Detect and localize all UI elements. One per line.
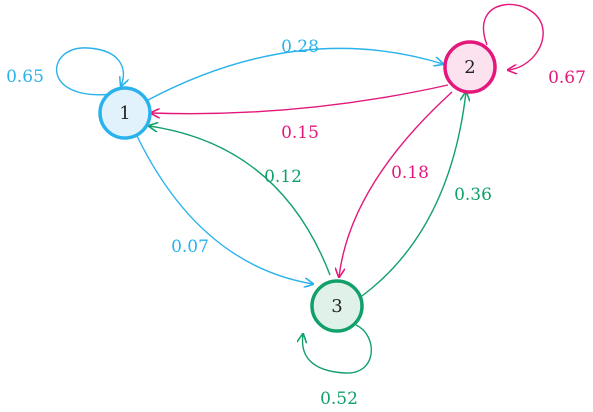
edge-3-to-1 xyxy=(149,126,331,276)
edge-3-to-3 xyxy=(302,324,372,374)
edge-label-3-to-1: 0.12 xyxy=(264,167,302,187)
node-2-label: 2 xyxy=(464,57,475,78)
node-3: 3 xyxy=(310,279,364,333)
edge-1-to-3 xyxy=(136,135,313,284)
edge-1-to-1 xyxy=(56,47,124,96)
edge-2-to-3 xyxy=(339,91,453,277)
edge-label-3-to-3: 0.52 xyxy=(320,389,358,409)
node-1-label: 1 xyxy=(119,103,130,124)
edge-label-2-to-3: 0.18 xyxy=(391,163,429,183)
edge-label-1-to-2: 0.28 xyxy=(281,37,319,57)
node-1: 1 xyxy=(98,86,152,140)
edge-3-to-2 xyxy=(361,92,466,297)
edge-label-1-to-3: 0.07 xyxy=(171,237,209,257)
node-2: 2 xyxy=(443,40,497,94)
node-3-label: 3 xyxy=(331,296,342,317)
edge-2-to-1 xyxy=(151,84,449,114)
edge-2-to-2 xyxy=(482,3,544,70)
edge-label-1-to-1: 0.65 xyxy=(6,67,44,87)
edge-label-2-to-1: 0.15 xyxy=(281,123,319,143)
edge-1-to-2 xyxy=(147,47,443,101)
edge-label-2-to-2: 0.67 xyxy=(548,68,586,88)
edge-label-3-to-2: 0.36 xyxy=(454,185,492,205)
